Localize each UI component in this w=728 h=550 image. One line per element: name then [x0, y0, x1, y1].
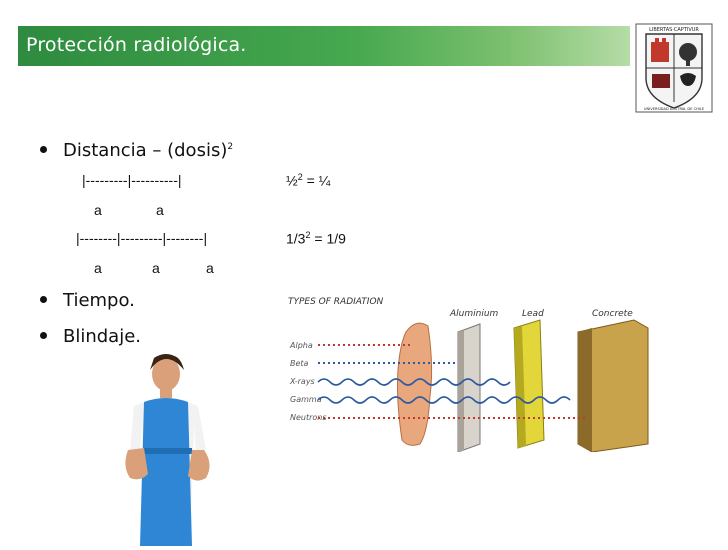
bullet-dot [40, 295, 47, 303]
bullet-blindaje-text: Blindaje. [63, 326, 142, 347]
distance-scale-1: |---------|----------| [82, 172, 182, 188]
formula-third-sup: 2 [305, 230, 311, 240]
bullet-distance: Distancia – (dosis)2 [40, 140, 233, 161]
slide-title: Protección radiológica. [26, 34, 247, 56]
hand-shape [397, 322, 433, 446]
xray-wave [317, 378, 511, 386]
distance-scale-2: |--------|---------|--------| [76, 230, 208, 246]
distance-label-a2: a [156, 202, 164, 218]
bullet-dot [40, 145, 47, 153]
bullet-dot [40, 331, 47, 339]
formula-half-base: ½ [286, 172, 298, 189]
distance-label-a2: a [152, 260, 160, 276]
formula-half-rest: = ¼ [302, 172, 331, 189]
formula-half-sup: 2 [297, 172, 303, 182]
type-label-alpha: Alpha [289, 341, 313, 350]
type-label-xrays: X-rays [289, 377, 315, 386]
material-label-aluminium: Aluminium [449, 309, 499, 319]
type-label-beta: Beta [290, 359, 309, 368]
material-label-concrete: Concrete [592, 309, 633, 319]
distance-label-a1: a [94, 260, 102, 276]
bullet-tiempo-text: Tiempo. [63, 290, 135, 311]
title-bar: Protección radiológica. [18, 26, 630, 66]
formula-third: 1/32 = 1/9 [286, 230, 346, 247]
type-label-gamma: Gamma [290, 395, 322, 404]
formula-half: ½2 = ¼ [286, 172, 330, 189]
crest-bottom-text: UNIVERSIDAD AUSTRAL DE CHILE [644, 107, 705, 111]
radiation-heading: TYPES OF RADIATION [288, 297, 384, 307]
person-lead-apron-photo [118, 352, 228, 546]
gamma-wave [317, 396, 571, 404]
bullet-distance-text: Distancia – (dosis) [63, 140, 228, 161]
bullet-tiempo: Tiempo. [40, 290, 135, 311]
university-crest-logo: LIBERTAS·CAPTIVUR UNIVERSIDAD AUSTRAL DE… [634, 22, 714, 114]
bullet-distance-sup: 2 [227, 142, 234, 152]
formula-third-rest: = 1/9 [310, 230, 346, 247]
material-label-lead: Lead [522, 309, 544, 319]
bullet-blindaje: Blindaje. [40, 326, 141, 347]
radiation-types-illustration: TYPES OF RADIATION Aluminium Lead Concre… [286, 292, 658, 453]
distance-label-a3: a [206, 260, 214, 276]
type-label-neutrons: Neutrons [290, 413, 327, 422]
distance-label-a1: a [94, 202, 102, 218]
formula-third-base: 1/3 [286, 230, 306, 247]
crest-top-text: LIBERTAS·CAPTIVUR [649, 27, 699, 33]
